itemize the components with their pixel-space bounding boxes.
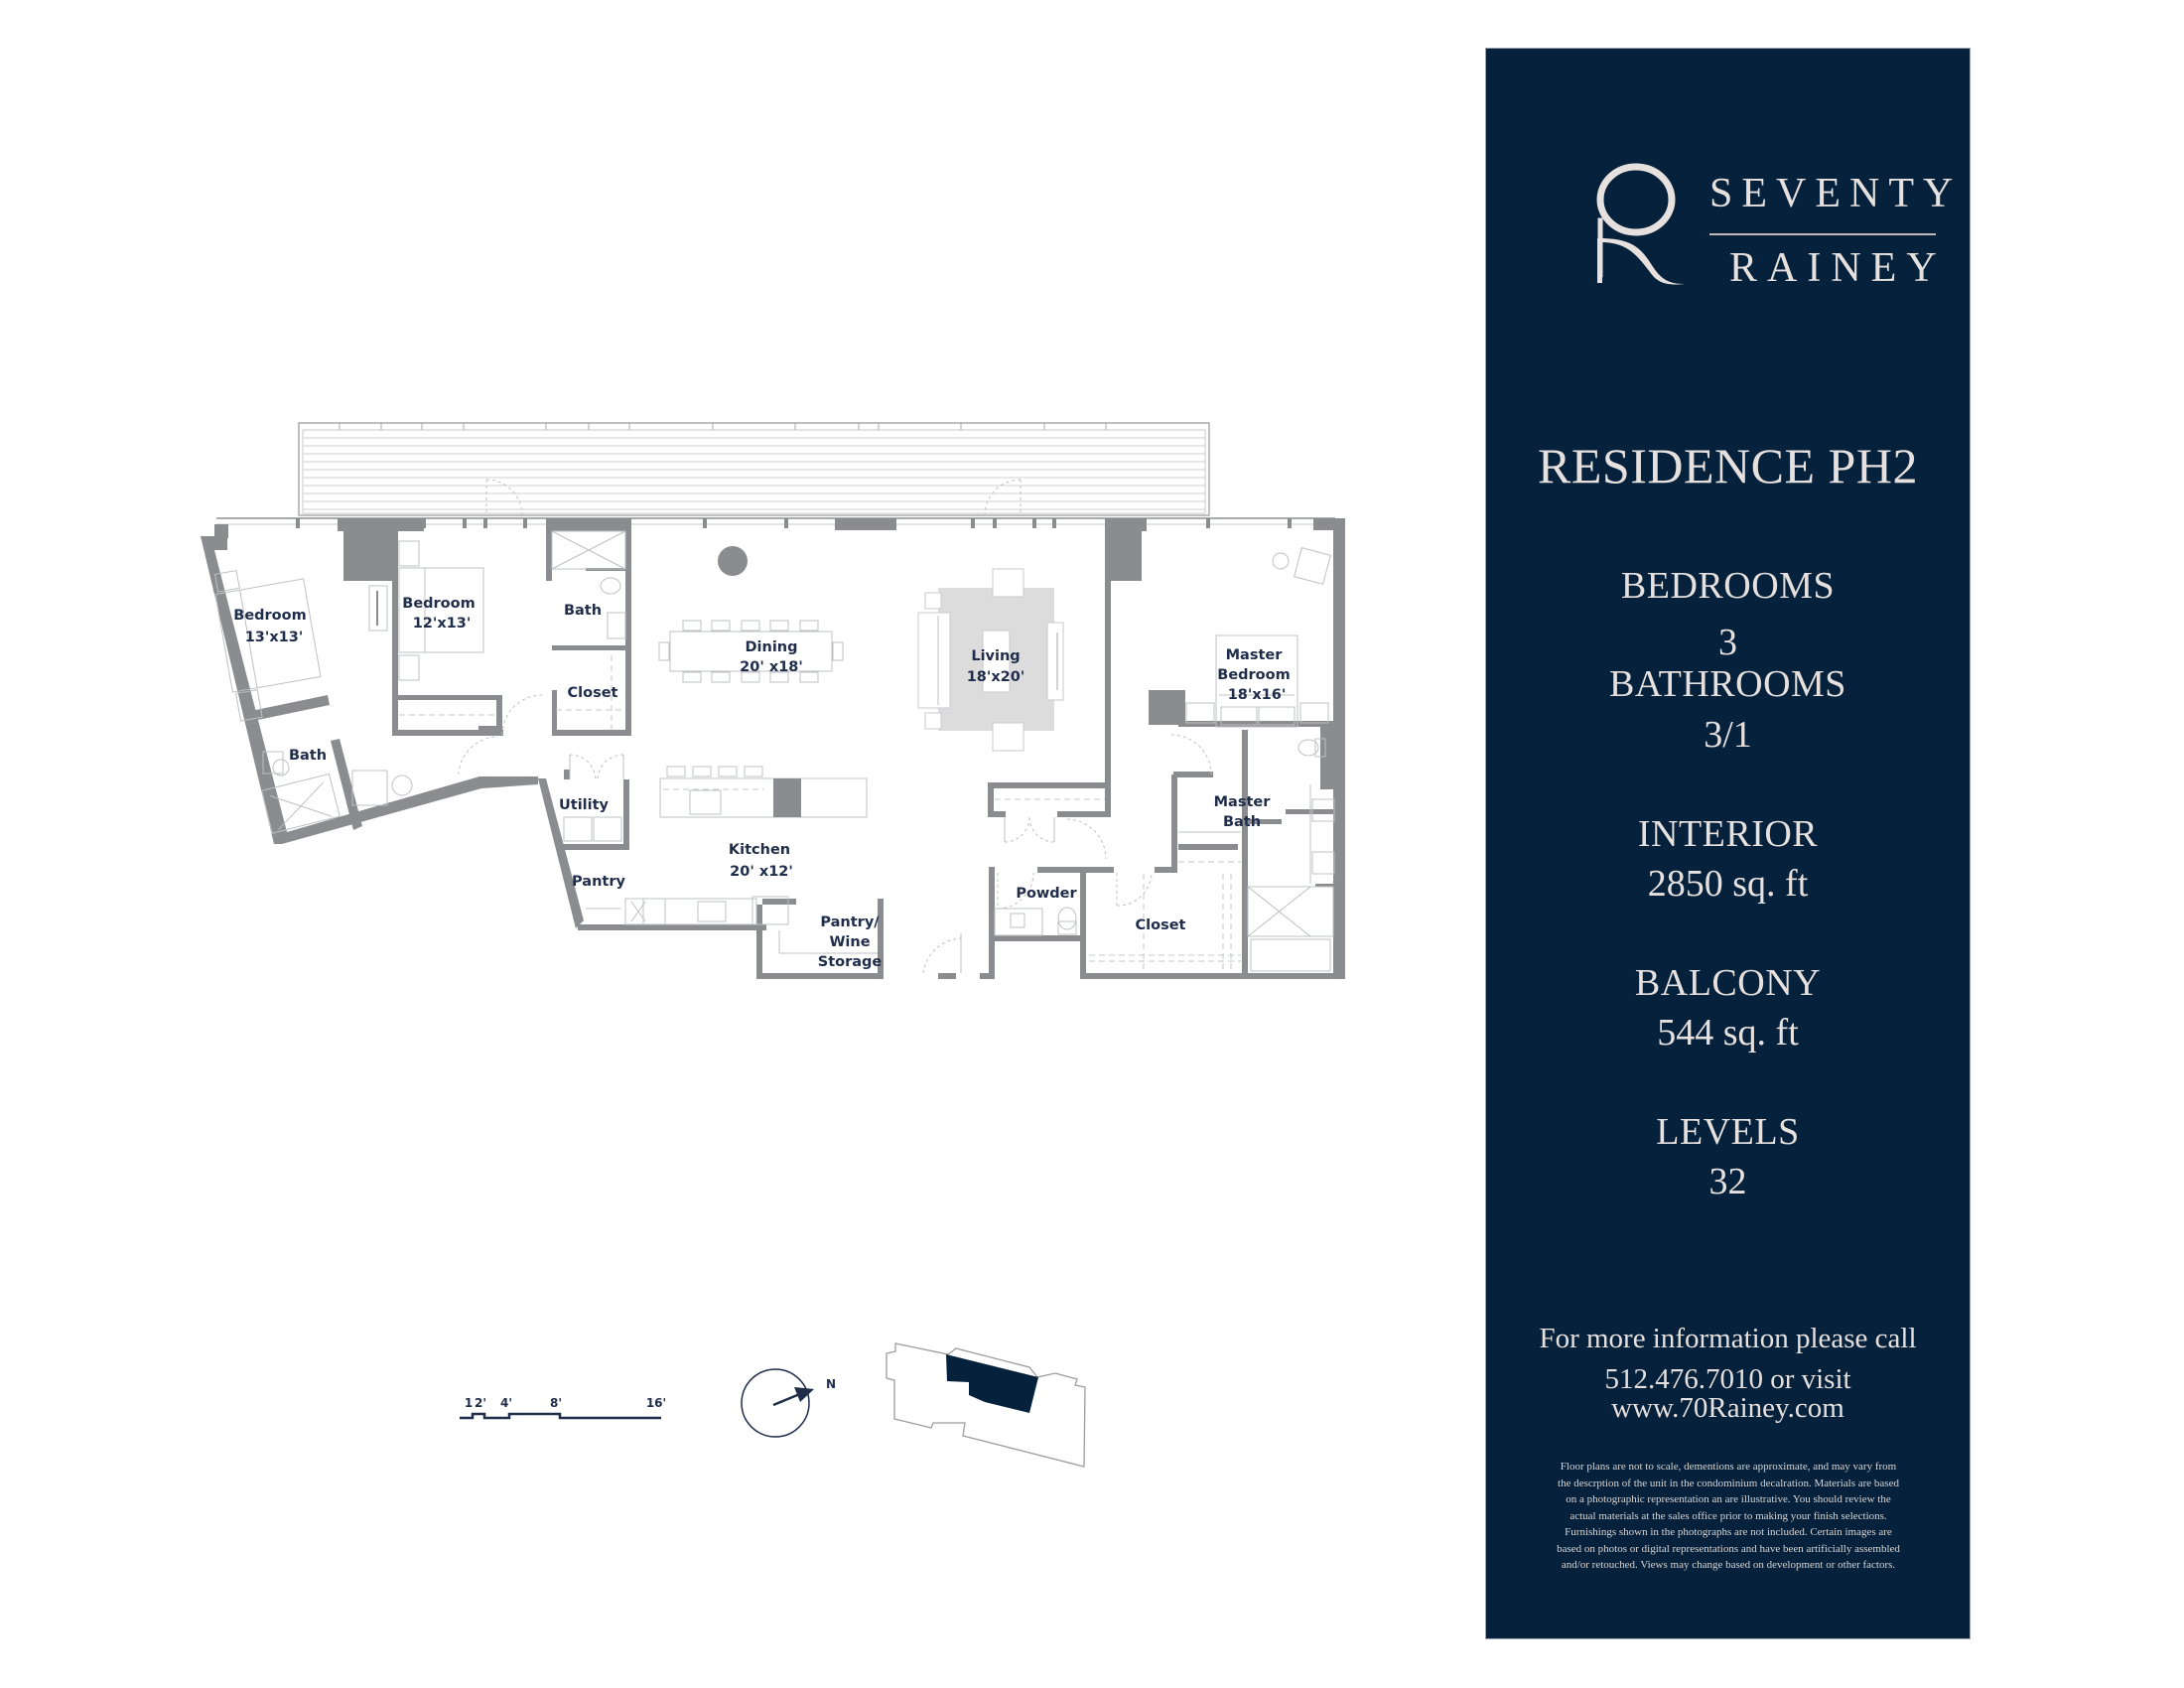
seventy-rainey-monogram-icon [1596, 163, 1685, 285]
room-label-master-bedroom: Master [1226, 647, 1284, 663]
scale-label-8: 8' [550, 1396, 562, 1410]
room-label-bath-2: Bath [564, 603, 602, 619]
dining-table [669, 631, 833, 672]
room-label-master-bedroom-2: Bedroom [1217, 667, 1290, 683]
room-size-living: 18'x20' [967, 669, 1025, 685]
room-label-pantry: Pantry [572, 874, 625, 890]
room-size-master-bedroom: 18'x16' [1228, 687, 1287, 703]
room-size-dining: 20' x18' [740, 659, 803, 675]
scale-label-2: 2' [475, 1396, 486, 1410]
key-plan-unit-highlight [946, 1354, 1038, 1413]
brand-word-seventy: SEVENTY [1709, 171, 1963, 216]
scale-label-4: 4' [500, 1396, 512, 1410]
balcony [298, 422, 1210, 516]
scale-label-1: 1 [465, 1396, 473, 1410]
stat-label-bedrooms: BEDROOMS [1620, 565, 1836, 607]
room-size-bedroom-1: 13'x13' [245, 630, 304, 645]
room-label-living: Living [971, 648, 1020, 664]
room-label-master-bath: Master [1214, 794, 1272, 810]
stat-label-levels: LEVELS [1656, 1111, 1800, 1153]
room-label-closet-master: Closet [1136, 917, 1186, 933]
room-size-kitchen: 20' x12' [730, 864, 793, 880]
walls [201, 518, 1345, 979]
room-label-utility: Utility [559, 797, 610, 813]
brand-word-rainey: RAINEY [1729, 245, 1947, 291]
room-size-bedroom-2: 12'x13' [413, 616, 472, 632]
room-label-kitchen: Kitchen [729, 842, 790, 858]
stat-value-balcony: 544 sq. ft [1657, 1012, 1799, 1054]
stat-label-interior: INTERIOR [1637, 813, 1819, 855]
stat-label-balcony: BALCONY [1634, 962, 1822, 1004]
compass-north-label: N [826, 1377, 836, 1391]
contact-line-2[interactable]: 512.476.7010 or visit www.70Rainey.com [1604, 1363, 1851, 1424]
info-panel: SEVENTY RAINEY RESIDENCE PH2 BEDROOMS 3 … [1486, 49, 1970, 1638]
north-compass-icon: N [741, 1368, 836, 1438]
room-label-powder: Powder [1016, 886, 1077, 902]
stat-value-interior: 2850 sq. ft [1647, 863, 1809, 905]
room-label-dining: Dining [745, 639, 797, 655]
scale-label-16: 16' [646, 1396, 666, 1410]
room-label-pantry-wine-3: Storage [818, 954, 883, 970]
residence-title: RESIDENCE PH2 [1538, 438, 1918, 493]
scale-bar: 1 2' 4' 8' 16' [460, 1396, 666, 1420]
brand-logo: SEVENTY RAINEY [1595, 163, 1953, 289]
stat-value-levels: 32 [1708, 1161, 1747, 1202]
brand-divider [1709, 233, 1936, 235]
stat-label-bathrooms: BATHROOMS [1609, 663, 1846, 705]
room-label-bath-1: Bath [289, 748, 327, 764]
room-label-bedroom-1: Bedroom [233, 608, 306, 624]
stat-value-bedrooms: 3 [1718, 622, 1737, 663]
room-labels: Bedroom 13'x13' Bedroom 12'x13' Bath Clo… [233, 596, 1290, 970]
stat-value-bathrooms: 3/1 [1704, 714, 1752, 756]
room-label-closet-bedroom-2: Closet [568, 685, 618, 701]
room-label-pantry-wine: Pantry/ [820, 914, 880, 930]
room-label-bedroom-2: Bedroom [402, 596, 475, 612]
contact-line-1: For more information please call [1539, 1323, 1917, 1354]
room-label-master-bath-2: Bath [1223, 814, 1261, 830]
kitchen-island [659, 777, 868, 818]
room-label-pantry-wine-2: Wine [829, 934, 870, 950]
disclaimer-text: Floor plans are not to scale, dementions… [1557, 1461, 1900, 1571]
key-plan [886, 1342, 1086, 1468]
furniture [213, 530, 1335, 974]
